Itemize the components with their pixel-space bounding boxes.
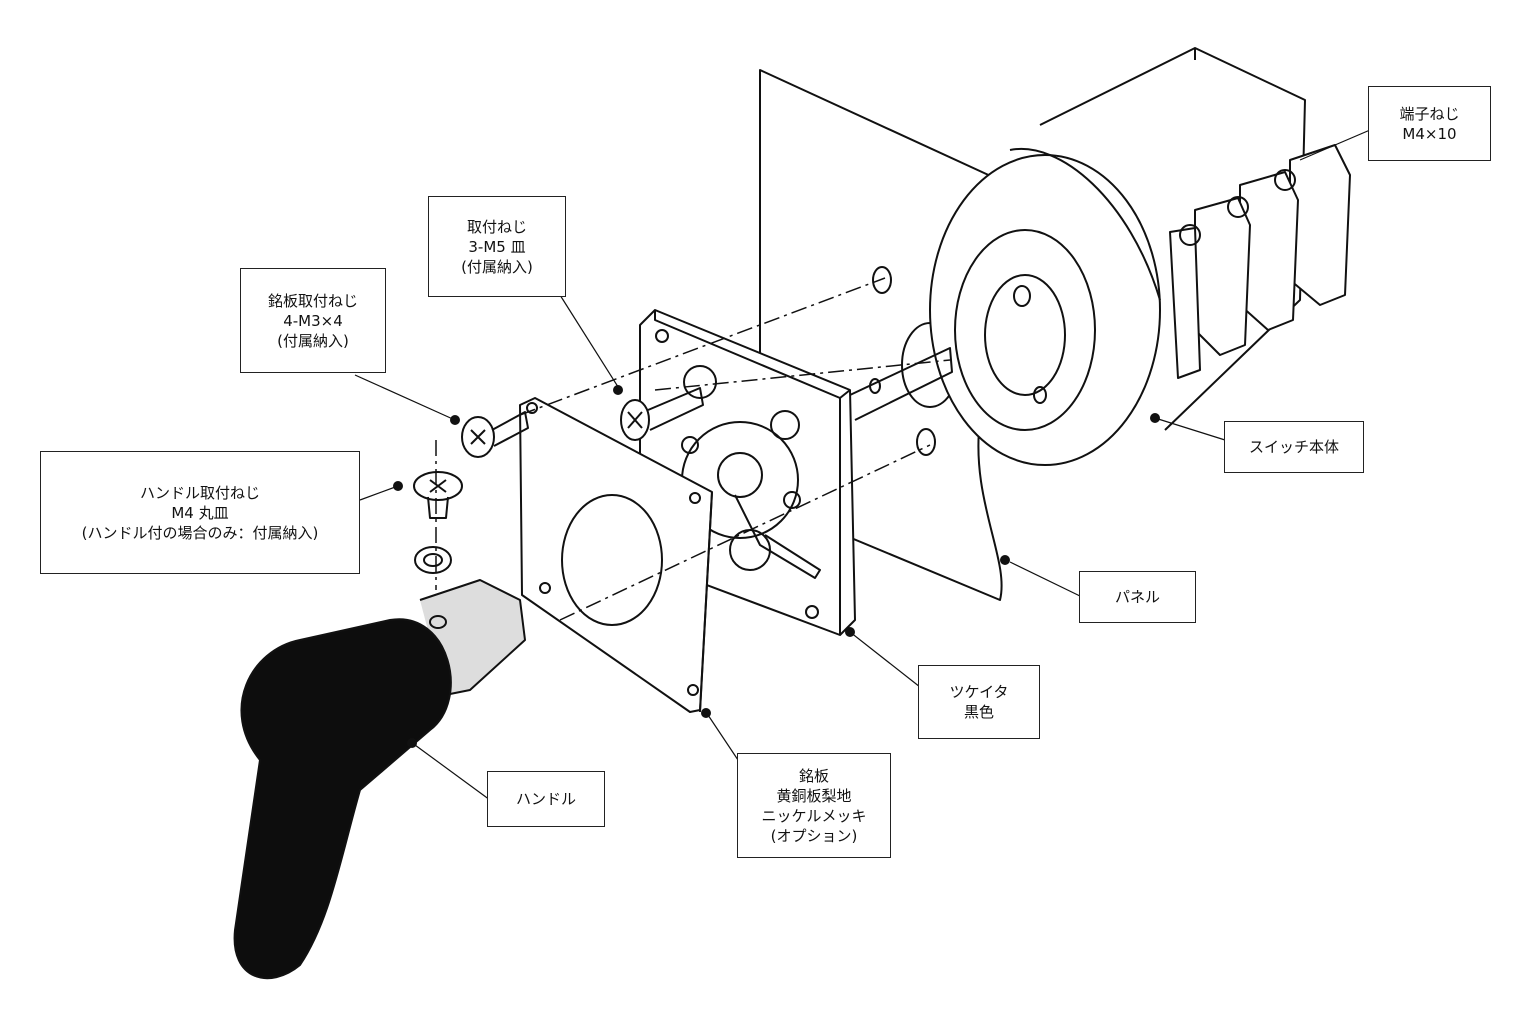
axis-lines bbox=[435, 277, 951, 621]
mounting-plate-callout: ツケイタ 黒色 bbox=[918, 665, 1040, 739]
shaft-part bbox=[849, 347, 953, 421]
handle-screw-label: ハンドル取付ねじ bbox=[139, 483, 260, 502]
nameplate-option: (オプション) bbox=[770, 826, 858, 845]
handle-callout: ハンドル bbox=[487, 771, 605, 827]
nameplate-finish: ニッケルメッキ bbox=[761, 806, 867, 825]
nameplate-part bbox=[519, 397, 713, 713]
nameplate-screw-callout: 銘板取付ねじ 4-M3×4 (付属納入) bbox=[240, 268, 386, 373]
panel-label: パネル bbox=[1114, 588, 1160, 606]
nameplate-screw-spec: 4-M3×4 bbox=[283, 311, 343, 330]
switch-body-label: スイッチ本体 bbox=[1248, 438, 1339, 456]
callout-dots bbox=[393, 385, 1160, 748]
terminal-screw-callout: 端子ねじ M4×10 bbox=[1368, 86, 1491, 161]
nameplate-material: 黄銅板梨地 bbox=[776, 786, 852, 805]
handle-screw-part bbox=[413, 471, 463, 574]
leader-lines bbox=[354, 129, 1371, 801]
terminal-screw-spec: M4×10 bbox=[1402, 124, 1457, 143]
handle-screw-callout: ハンドル取付ねじ M4 丸皿 (ハンドル付の場合のみ：付属納入) bbox=[40, 451, 360, 574]
nameplate-callout: 銘板 黄銅板梨地 ニッケルメッキ (オプション) bbox=[737, 753, 891, 858]
nameplate-screw-note: (付属納入) bbox=[277, 331, 349, 350]
mount-screw-callout: 取付ねじ 3-M5 皿 (付属納入) bbox=[428, 196, 566, 297]
handle-screw-note: (ハンドル付の場合のみ：付属納入) bbox=[81, 523, 319, 542]
mount-screw-spec: 3-M5 皿 bbox=[468, 237, 526, 256]
panel-callout: パネル bbox=[1079, 571, 1196, 623]
switch-body-callout: スイッチ本体 bbox=[1224, 421, 1364, 473]
nameplate-screw-label: 銘板取付ねじ bbox=[267, 291, 358, 310]
handle-screw-spec: M4 丸皿 bbox=[171, 503, 229, 522]
nameplate-label: 銘板 bbox=[798, 766, 829, 785]
mounting-plate-color: 黒色 bbox=[963, 703, 994, 721]
mount-screw-note: (付属納入) bbox=[461, 257, 533, 276]
mounting-plate-label: ツケイタ bbox=[949, 683, 1009, 701]
switch-body-part bbox=[929, 47, 1351, 466]
mount-screw-label: 取付ねじ bbox=[466, 217, 527, 236]
handle-part bbox=[233, 579, 526, 980]
nameplate-screw-part bbox=[461, 411, 529, 458]
mount-screw-part bbox=[620, 387, 704, 441]
handle-label: ハンドル bbox=[515, 790, 576, 808]
terminal-screw-label: 端子ねじ bbox=[1399, 104, 1460, 123]
